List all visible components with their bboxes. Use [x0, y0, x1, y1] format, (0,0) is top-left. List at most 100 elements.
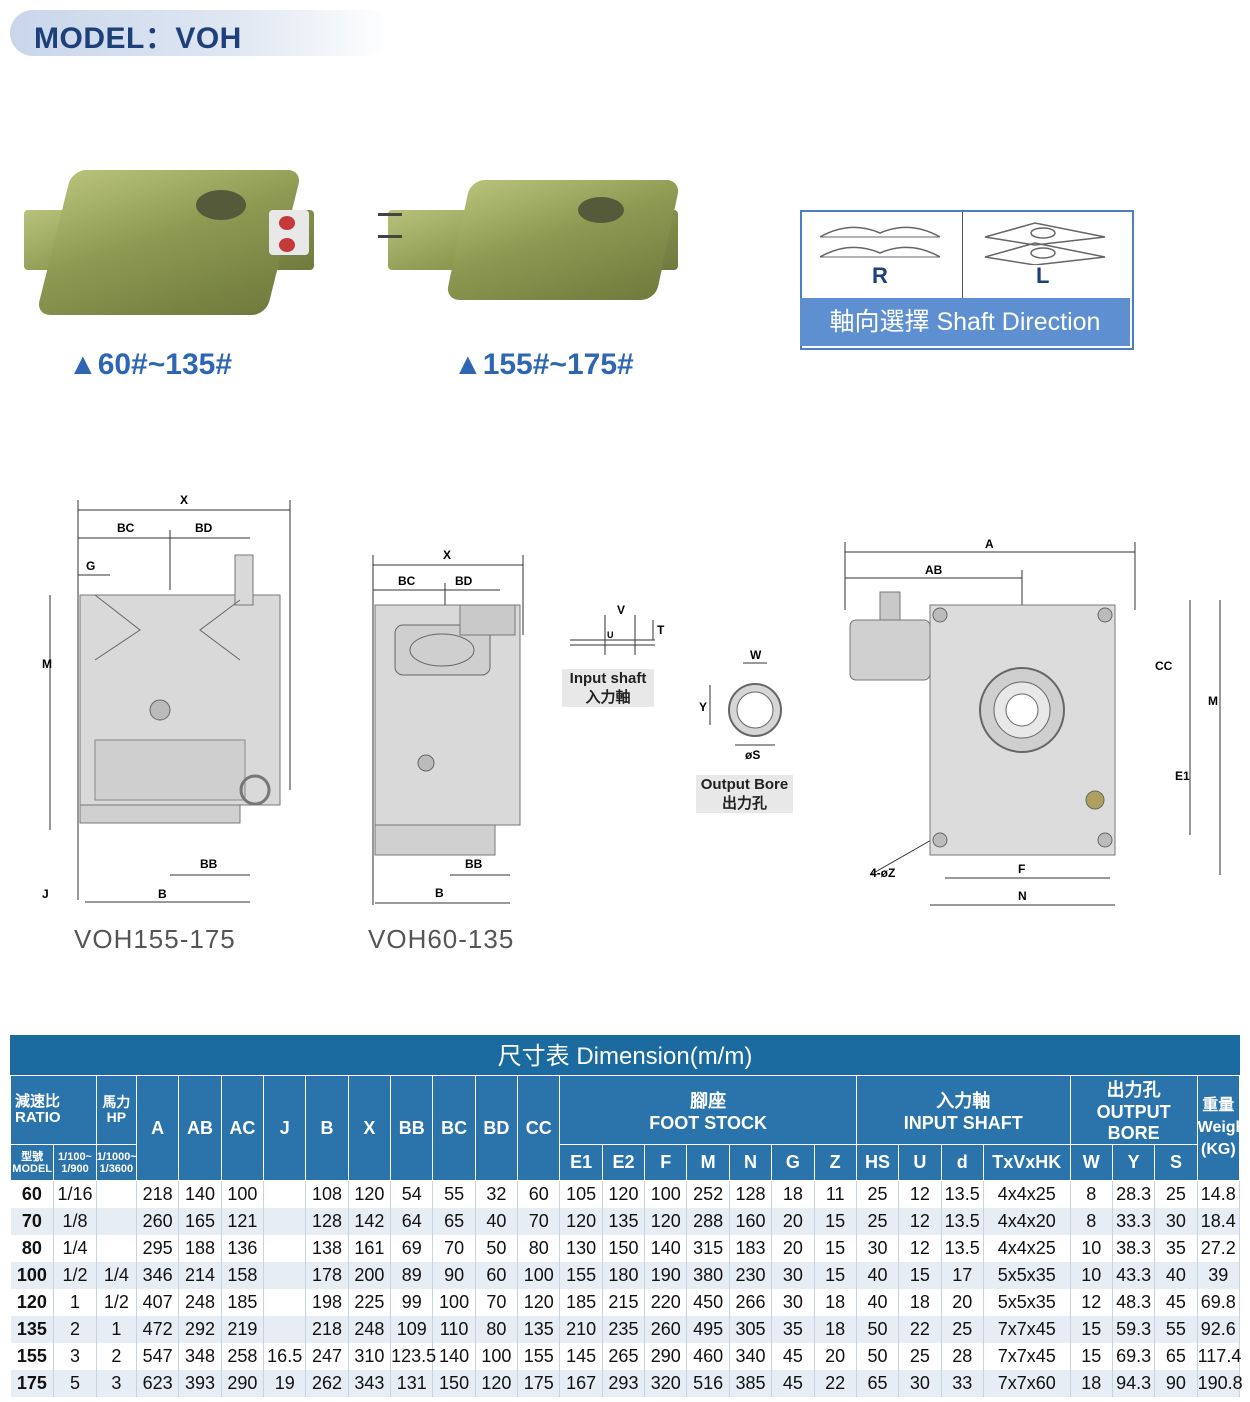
col-header: BD [474, 1075, 519, 1181]
table-cell: 40 [856, 1289, 900, 1316]
table-cell: 130 [559, 1235, 603, 1262]
table-cell: 495 [686, 1316, 730, 1343]
input-shaft-diagram: V T U [570, 603, 665, 655]
dim-y: Y [699, 700, 707, 714]
col-header: X [347, 1075, 392, 1181]
table-cell: 50 [856, 1316, 900, 1343]
table-cell: 120 [559, 1208, 603, 1235]
drawing-voh60-135: X BC BD BB B [372, 548, 524, 905]
col-header: E1 [559, 1144, 603, 1181]
dim-ab: AB [925, 563, 943, 577]
table-cell: 346 [136, 1262, 180, 1289]
table-cell: 70 [432, 1235, 476, 1262]
table-cell: 20 [771, 1208, 815, 1235]
table-cell: 15 [1070, 1316, 1113, 1343]
table-cell [96, 1235, 138, 1262]
table-cell: 40 [856, 1262, 900, 1289]
col-header: CC [517, 1075, 561, 1181]
dimension-table-panel: 尺寸表 Dimension(m/m) 減速比 RATIO 馬力 HP A AB … [9, 1035, 1250, 1397]
table-cell: 40 [1154, 1262, 1198, 1289]
table-cell: 28.3 [1112, 1180, 1156, 1208]
table-cell [263, 1316, 307, 1343]
drawing-front-view: A AB CC E1 M F N 4-øZ [844, 537, 1221, 906]
dim-j: J [42, 887, 49, 901]
table-cell: 30 [771, 1262, 815, 1289]
product-photo-large [378, 175, 681, 305]
table-cell: 15 [814, 1208, 857, 1235]
col-header: BC [432, 1075, 476, 1181]
table-cell: 18 [814, 1316, 857, 1343]
output-bore-diagram: W Y øS [699, 648, 782, 762]
table-cell: 178 [305, 1262, 349, 1289]
table-cell: 22 [898, 1316, 942, 1343]
photo-label-large: ▲155#~175# [453, 348, 634, 381]
table-cell: 188 [178, 1235, 222, 1262]
table-cell: 262 [305, 1370, 349, 1397]
dim-z: 4-øZ [870, 866, 895, 880]
table-cell: 18 [1070, 1370, 1113, 1397]
table-cell: 247 [305, 1343, 349, 1370]
table-cell: 35 [1154, 1235, 1198, 1262]
table-cell: 94.3 [1112, 1370, 1156, 1397]
col-header: d [940, 1144, 984, 1181]
table-cell: 16.5 [263, 1343, 307, 1370]
table-cell: 450 [686, 1289, 730, 1316]
table-cell: 92.6 [1197, 1316, 1241, 1343]
table-cell: 165 [178, 1208, 222, 1235]
table-cell: 15 [814, 1235, 857, 1262]
table-cell: 11 [814, 1180, 857, 1208]
table-cell [263, 1289, 307, 1316]
input-shaft-caption-zh: 入力軸 [585, 689, 631, 706]
table-cell: 18 [771, 1180, 815, 1208]
table-cell: 235 [602, 1316, 646, 1343]
table-cell: 290 [644, 1343, 688, 1370]
table-cell: 117.4 [1197, 1343, 1241, 1370]
table-cell: 20 [941, 1289, 984, 1316]
dim-n: N [1018, 889, 1027, 903]
input-shaft-title-zh: 入力軸 [936, 1090, 991, 1111]
table-cell: 7x7x45 [983, 1343, 1071, 1370]
table-cell: 138 [305, 1235, 349, 1262]
table-cell [263, 1208, 307, 1235]
table-cell: 45 [1154, 1289, 1198, 1316]
table-cell: 120 [475, 1370, 519, 1397]
hp-header: 馬力 HP [95, 1075, 138, 1145]
table-cell: 65 [432, 1208, 476, 1235]
shaft-direction-caption: 軸向選擇 Shaft Direction [800, 298, 1130, 346]
output-bore-title-zh: 出力孔 [1106, 1080, 1161, 1100]
output-bore-title-en: OUTPUT BORE [1096, 1102, 1171, 1143]
dim-a: A [985, 537, 994, 551]
table-cell: 136 [221, 1235, 265, 1262]
table-cell: 17 [941, 1262, 984, 1289]
table-cell: 121 [221, 1208, 265, 1235]
table-cell: 128 [305, 1208, 349, 1235]
table-cell: 50 [856, 1343, 900, 1370]
table-cell: 12 [898, 1235, 942, 1262]
table-cell: 288 [686, 1208, 730, 1235]
table-cell: 43.3 [1112, 1262, 1156, 1289]
table-cell: 2 [96, 1343, 138, 1370]
table-cell: 40 [475, 1208, 519, 1235]
table-cell: 252 [686, 1180, 730, 1208]
dim-cc: CC [1155, 659, 1173, 673]
input-shaft-caption-en: Input shaft [569, 670, 647, 687]
table-cell: 25 [1154, 1180, 1198, 1208]
table-cell: 460 [686, 1343, 730, 1370]
table-cell: 214 [178, 1262, 222, 1289]
dim-e1: E1 [1175, 769, 1190, 783]
ratio-header: 減速比 RATIO [10, 1075, 97, 1145]
table-cell-model: 120 [10, 1289, 55, 1316]
model-header-pill [10, 10, 390, 56]
table-cell: 393 [178, 1370, 222, 1397]
table-cell: 120 [348, 1180, 392, 1208]
table-cell: 12 [1070, 1289, 1113, 1316]
table-cell: 59.3 [1112, 1316, 1156, 1343]
table-cell: 380 [686, 1262, 730, 1289]
table-cell-model: 135 [10, 1316, 55, 1343]
dim-b-mid: B [435, 886, 444, 900]
col-header: TxVxHK [982, 1144, 1071, 1181]
table-cell: 200 [348, 1262, 392, 1289]
